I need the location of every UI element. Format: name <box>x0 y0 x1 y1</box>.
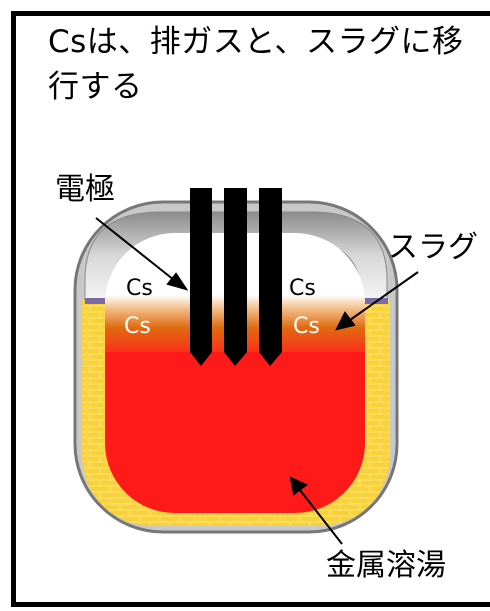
molten-metal <box>105 352 365 513</box>
cs-gas-right: Cs <box>289 276 316 301</box>
diagram-title: Csは、排ガスと、スラグに移行する <box>48 24 464 105</box>
cs-slag-left: Cs <box>124 314 151 339</box>
surface-band-right <box>358 298 388 304</box>
electrode-leader-line <box>95 217 175 281</box>
electrode-label: 電極 <box>55 172 115 207</box>
electrode-2 <box>224 188 247 366</box>
slag-label: スラグ <box>388 230 478 265</box>
slag-arrowhead <box>335 311 356 331</box>
molten-metal-label: 金属溶湯 <box>326 548 446 583</box>
cs-slag-right: Cs <box>293 314 320 339</box>
metal-leader-line <box>299 489 343 545</box>
electrode-1 <box>190 188 212 366</box>
surface-band-left <box>85 298 113 304</box>
diagram-frame <box>11 11 490 607</box>
electrode-3 <box>259 188 282 366</box>
slag-leader-line <box>349 271 419 321</box>
electrode-arrowhead <box>166 272 189 291</box>
metal-arrowhead <box>289 476 308 496</box>
cs-gas-left: Cs <box>126 276 153 301</box>
